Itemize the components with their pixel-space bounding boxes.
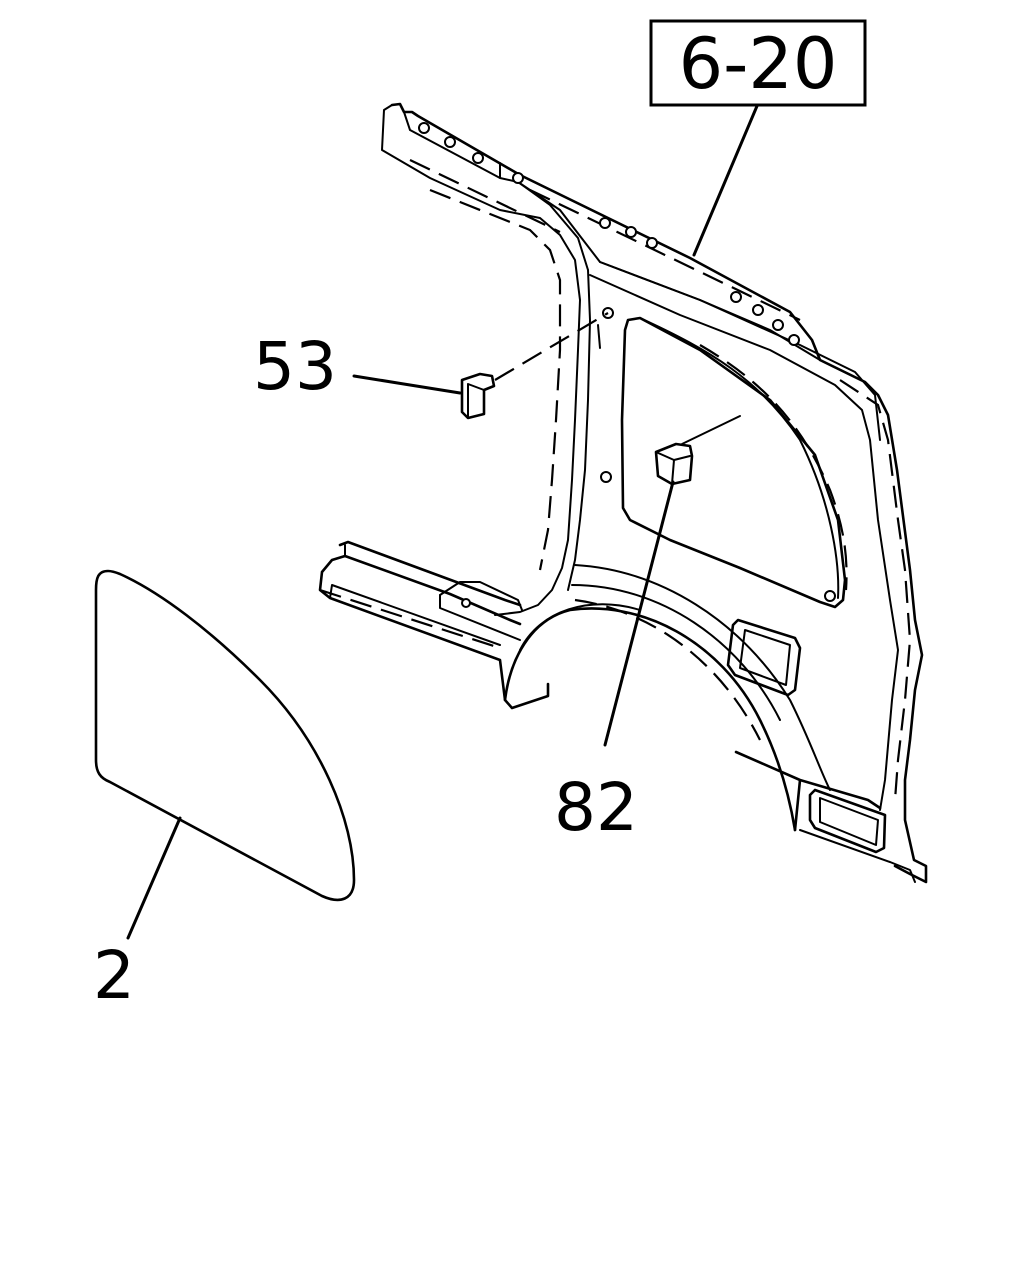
clip-82-part [654, 415, 741, 486]
reference-box: 6-20 [649, 19, 867, 107]
callout-2-label: 2 [93, 937, 135, 1014]
callout-82-leader [603, 480, 675, 747]
callout-53-label: 53 [253, 328, 337, 405]
callout-53-leader [352, 374, 462, 395]
side-body-panel [318, 102, 928, 884]
clip-53-part [460, 312, 609, 420]
callout-82-label: 82 [554, 769, 638, 846]
callout-2-leader [126, 816, 182, 940]
reference-leader-line [692, 104, 759, 257]
reference-box-label: 6-20 [679, 23, 838, 105]
quarter-glass-part [94, 569, 356, 902]
